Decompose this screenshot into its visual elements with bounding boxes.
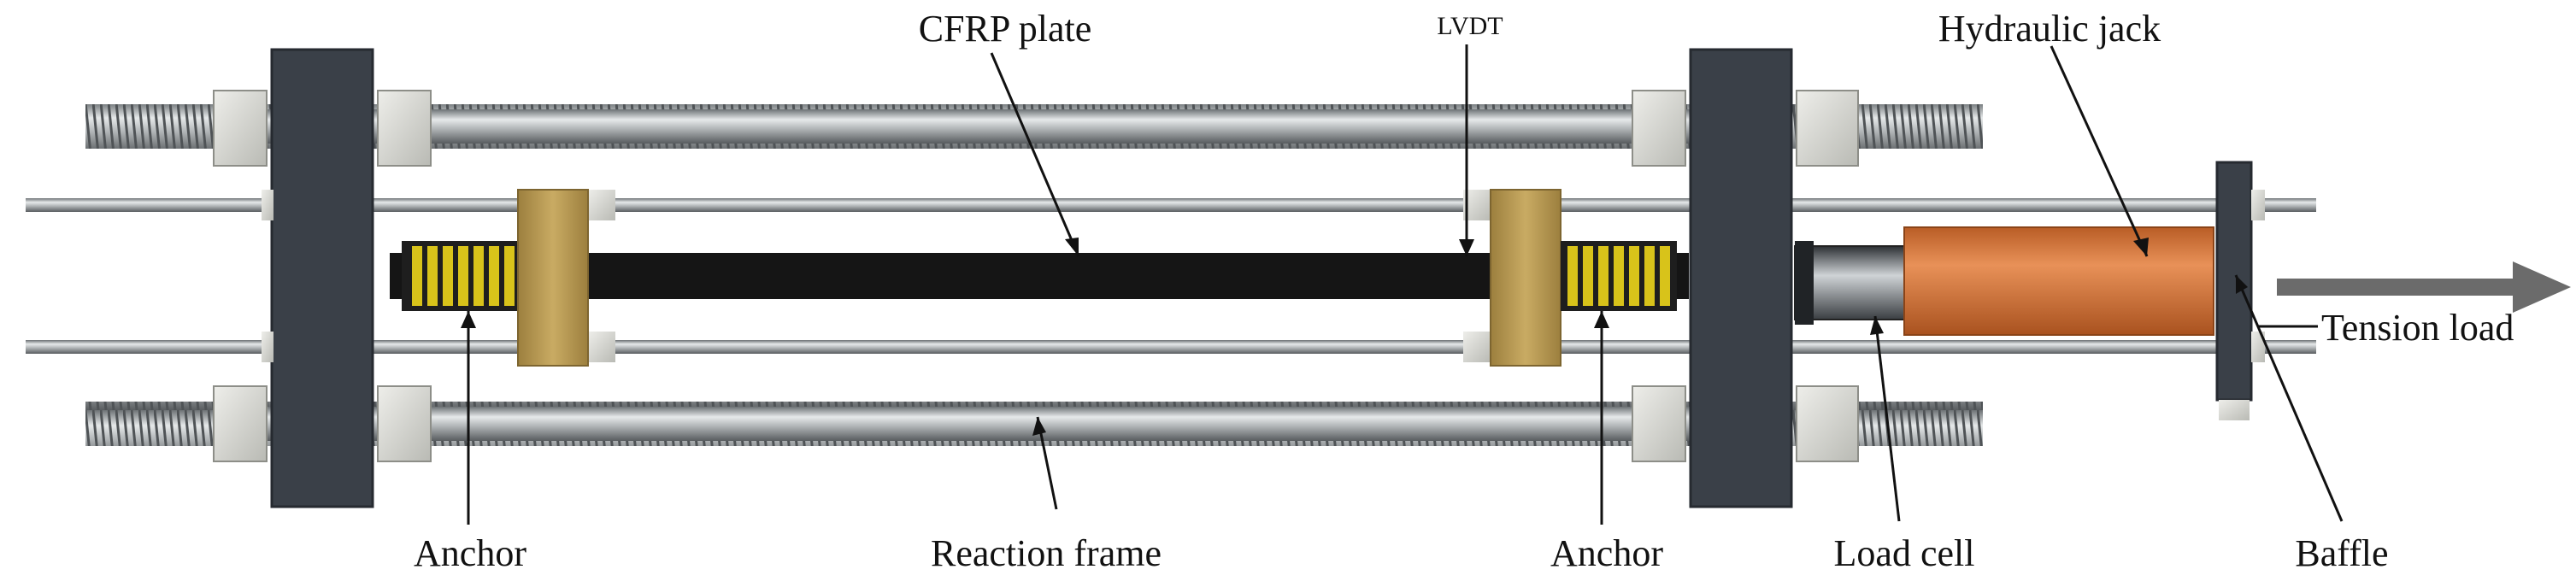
leader-hydraulic-jack [2050,45,2149,257]
label-reaction-frame: Reaction frame [931,532,1162,574]
cfrp-plate [390,253,1689,299]
grip-bar [412,246,422,306]
grip-bar [1598,246,1609,306]
nut [262,332,273,362]
arrowhead [1032,417,1046,436]
grip-bar [473,246,484,306]
label-tension-load: Tension load [2321,307,2514,349]
arrow-head [2513,261,2571,313]
anchor-block [517,189,589,367]
nut [1463,332,1491,362]
frame-nuts [213,90,1859,462]
label-load-cell: Load cell [1834,532,1975,574]
leader-baffle [2234,274,2344,522]
anchor-grip-bars [1567,246,1670,306]
grip-bar [1629,246,1639,306]
label-baffle: Baffle [2295,532,2388,574]
nut [1632,90,1686,167]
left-reaction-plate [270,48,374,508]
right-reaction-plate [1689,48,1793,508]
baffle [2215,161,2253,402]
label-hydraulic-jack: Hydraulic jack [1938,8,2161,50]
grip-bar [1660,246,1670,306]
hydraulic-jack [1903,226,2214,336]
grip-bar [504,246,515,306]
label-anchor-left: Anchor [414,532,526,574]
nut [2251,332,2265,362]
grip-bar [443,246,453,306]
nut [213,385,268,462]
label-lvdt: LVDT [1437,12,1503,40]
arrowhead [461,311,476,328]
anchor-grip-bars [412,246,515,306]
nut [2251,190,2265,220]
grip-bar [1614,246,1624,306]
arrowhead [1459,239,1474,256]
label-anchor-right: Anchor [1550,532,1663,574]
lower-smooth-rod [214,407,1735,441]
grip-bar [1583,246,1593,306]
arrowhead [1870,316,1884,335]
arrowhead [1594,311,1609,328]
leader-load-cell [1873,315,1901,522]
nut [377,385,432,462]
arrowhead [1065,238,1079,256]
grip-bar [427,246,438,306]
right-anchor [1490,189,1677,367]
grip-bar [1644,246,1655,306]
arrowhead [2133,238,2149,256]
nut [1632,385,1686,462]
grip-bar [489,246,499,306]
load-cell-collar [1795,241,1814,325]
nut [213,90,268,167]
nut [588,332,615,362]
left-anchor [402,189,589,367]
nut [377,90,432,167]
baffle-foot [2219,400,2250,420]
nut [262,190,273,220]
grip-bar [458,246,468,306]
tension-load-arrow [2277,261,2571,313]
grip-bar [1567,246,1578,306]
leader-lines [467,44,2344,525]
upper-smooth-rod [214,109,1735,144]
label-cfrp-plate: CFRP plate [919,8,1092,50]
arrowhead [2236,275,2248,294]
anchor-block [1490,189,1561,367]
arrow-shaft [2277,279,2513,296]
nut [1796,385,1859,462]
nut [588,190,615,220]
leader-cfrp-plate [990,52,1080,257]
nut [1796,90,1859,167]
